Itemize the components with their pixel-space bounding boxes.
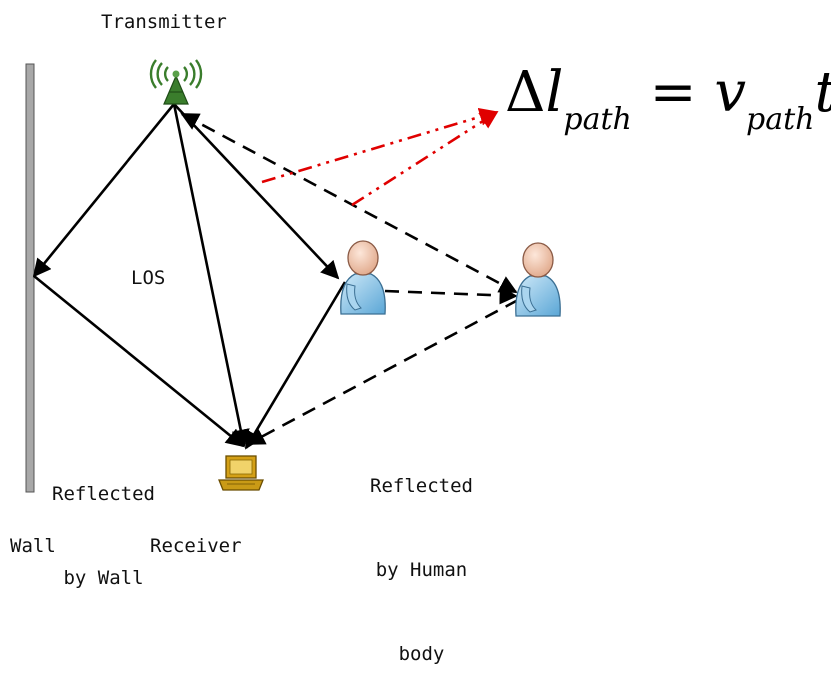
reflected-human-line-1: Reflected <box>370 475 473 497</box>
motion-arrow-1 <box>261 107 498 184</box>
formula-delta: Δ <box>505 60 546 125</box>
formula-l: l <box>545 60 564 125</box>
path-wall-to-rx <box>33 274 245 448</box>
path-los <box>172 103 250 448</box>
formula-equals: = <box>631 60 715 125</box>
antenna-icon <box>149 59 203 105</box>
reflected-human-line-2: by Human <box>375 559 468 581</box>
formula-v: v <box>714 60 747 125</box>
wall <box>25 63 35 493</box>
transmitter-label: Transmitter <box>101 11 227 33</box>
path-tx-to-wall <box>32 103 176 278</box>
path-human1-to-rx <box>244 281 347 450</box>
reflected-by-human-label: Reflected by Human body <box>370 416 473 696</box>
path-length-formula: Δlpath = vpatht <box>505 60 831 137</box>
reflected-wall-line-2: by Wall <box>63 567 144 589</box>
motion-arrow-2 <box>351 110 499 207</box>
receiver-label: Receiver <box>150 535 242 557</box>
path-human1-to-human2 <box>384 286 518 305</box>
person-icon <box>515 242 561 317</box>
reflected-human-line-3: body <box>398 643 445 665</box>
path-tx-to-human1 <box>173 103 340 280</box>
formula-path-sub-1: path <box>563 102 632 137</box>
dashed-paths <box>180 112 519 446</box>
solid-paths <box>32 103 347 450</box>
path-human2-to-rx <box>246 298 519 446</box>
wall-label: Wall <box>10 535 56 557</box>
motion-arrows <box>261 107 499 207</box>
path-tx-to-human2 <box>180 112 518 294</box>
person-icon <box>340 240 386 315</box>
formula-t: t <box>814 60 831 125</box>
reflected-wall-line-1: Reflected <box>52 483 155 505</box>
laptop-icon <box>218 455 264 491</box>
los-label: LOS <box>131 267 166 289</box>
reflected-by-wall-label: Reflected by Wall <box>52 424 155 620</box>
formula-path-sub-2: path <box>746 102 815 137</box>
multipath-diagram <box>25 59 561 493</box>
